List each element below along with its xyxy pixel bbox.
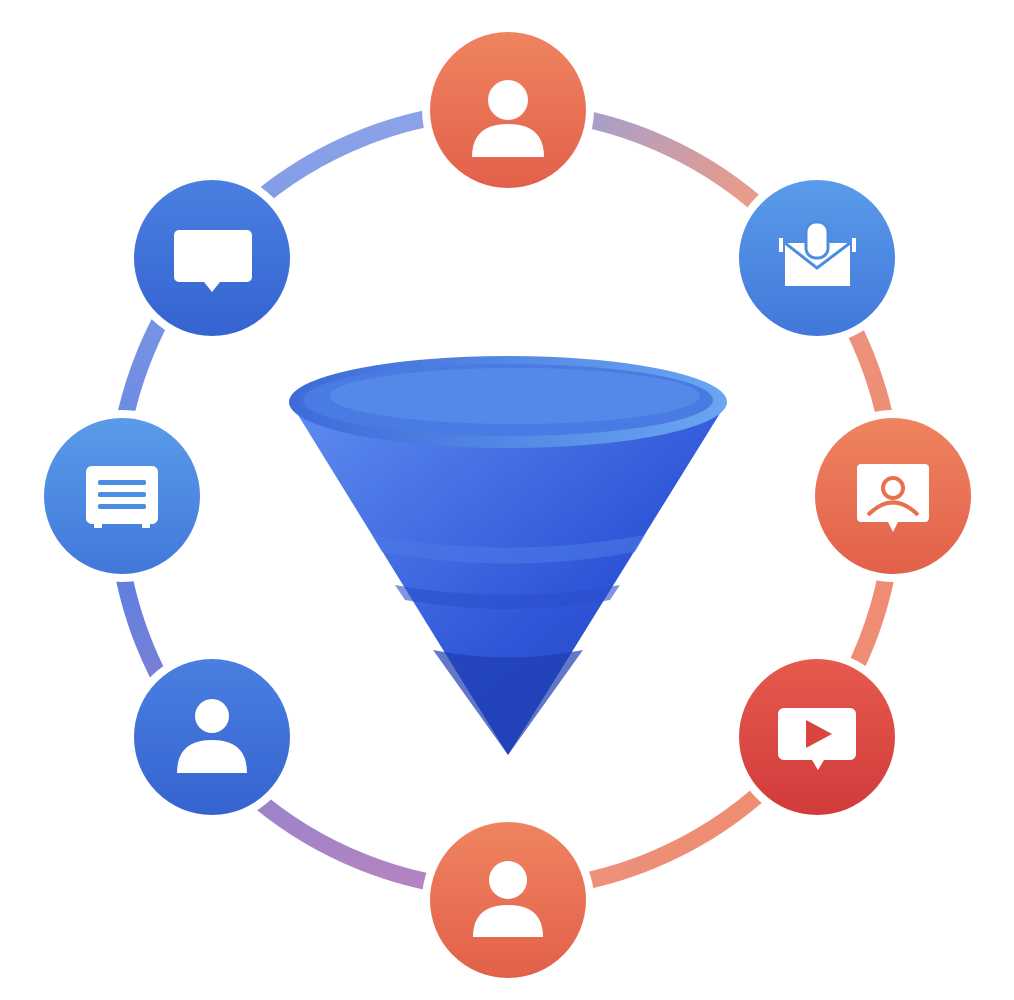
envelope-icon [779, 220, 856, 286]
chat-bubble-icon [174, 230, 252, 292]
node-top-user[interactable] [430, 32, 586, 188]
node-bottom-right-video[interactable] [739, 659, 895, 815]
node-top-left-chat[interactable] [134, 180, 290, 336]
node-bottom-left-user[interactable] [134, 659, 290, 815]
node-top-right-envelope[interactable] [739, 180, 895, 336]
node-right-profile-card[interactable] [815, 418, 971, 574]
user-icon [472, 80, 544, 157]
node-left-document[interactable] [44, 418, 200, 574]
user-icon [177, 699, 247, 773]
funnel-icon [289, 356, 727, 755]
video-play-icon [778, 708, 856, 770]
document-icon [86, 466, 158, 528]
node-bottom-user[interactable] [430, 822, 586, 978]
user-icon [473, 861, 543, 937]
profile-card-icon [857, 464, 929, 532]
